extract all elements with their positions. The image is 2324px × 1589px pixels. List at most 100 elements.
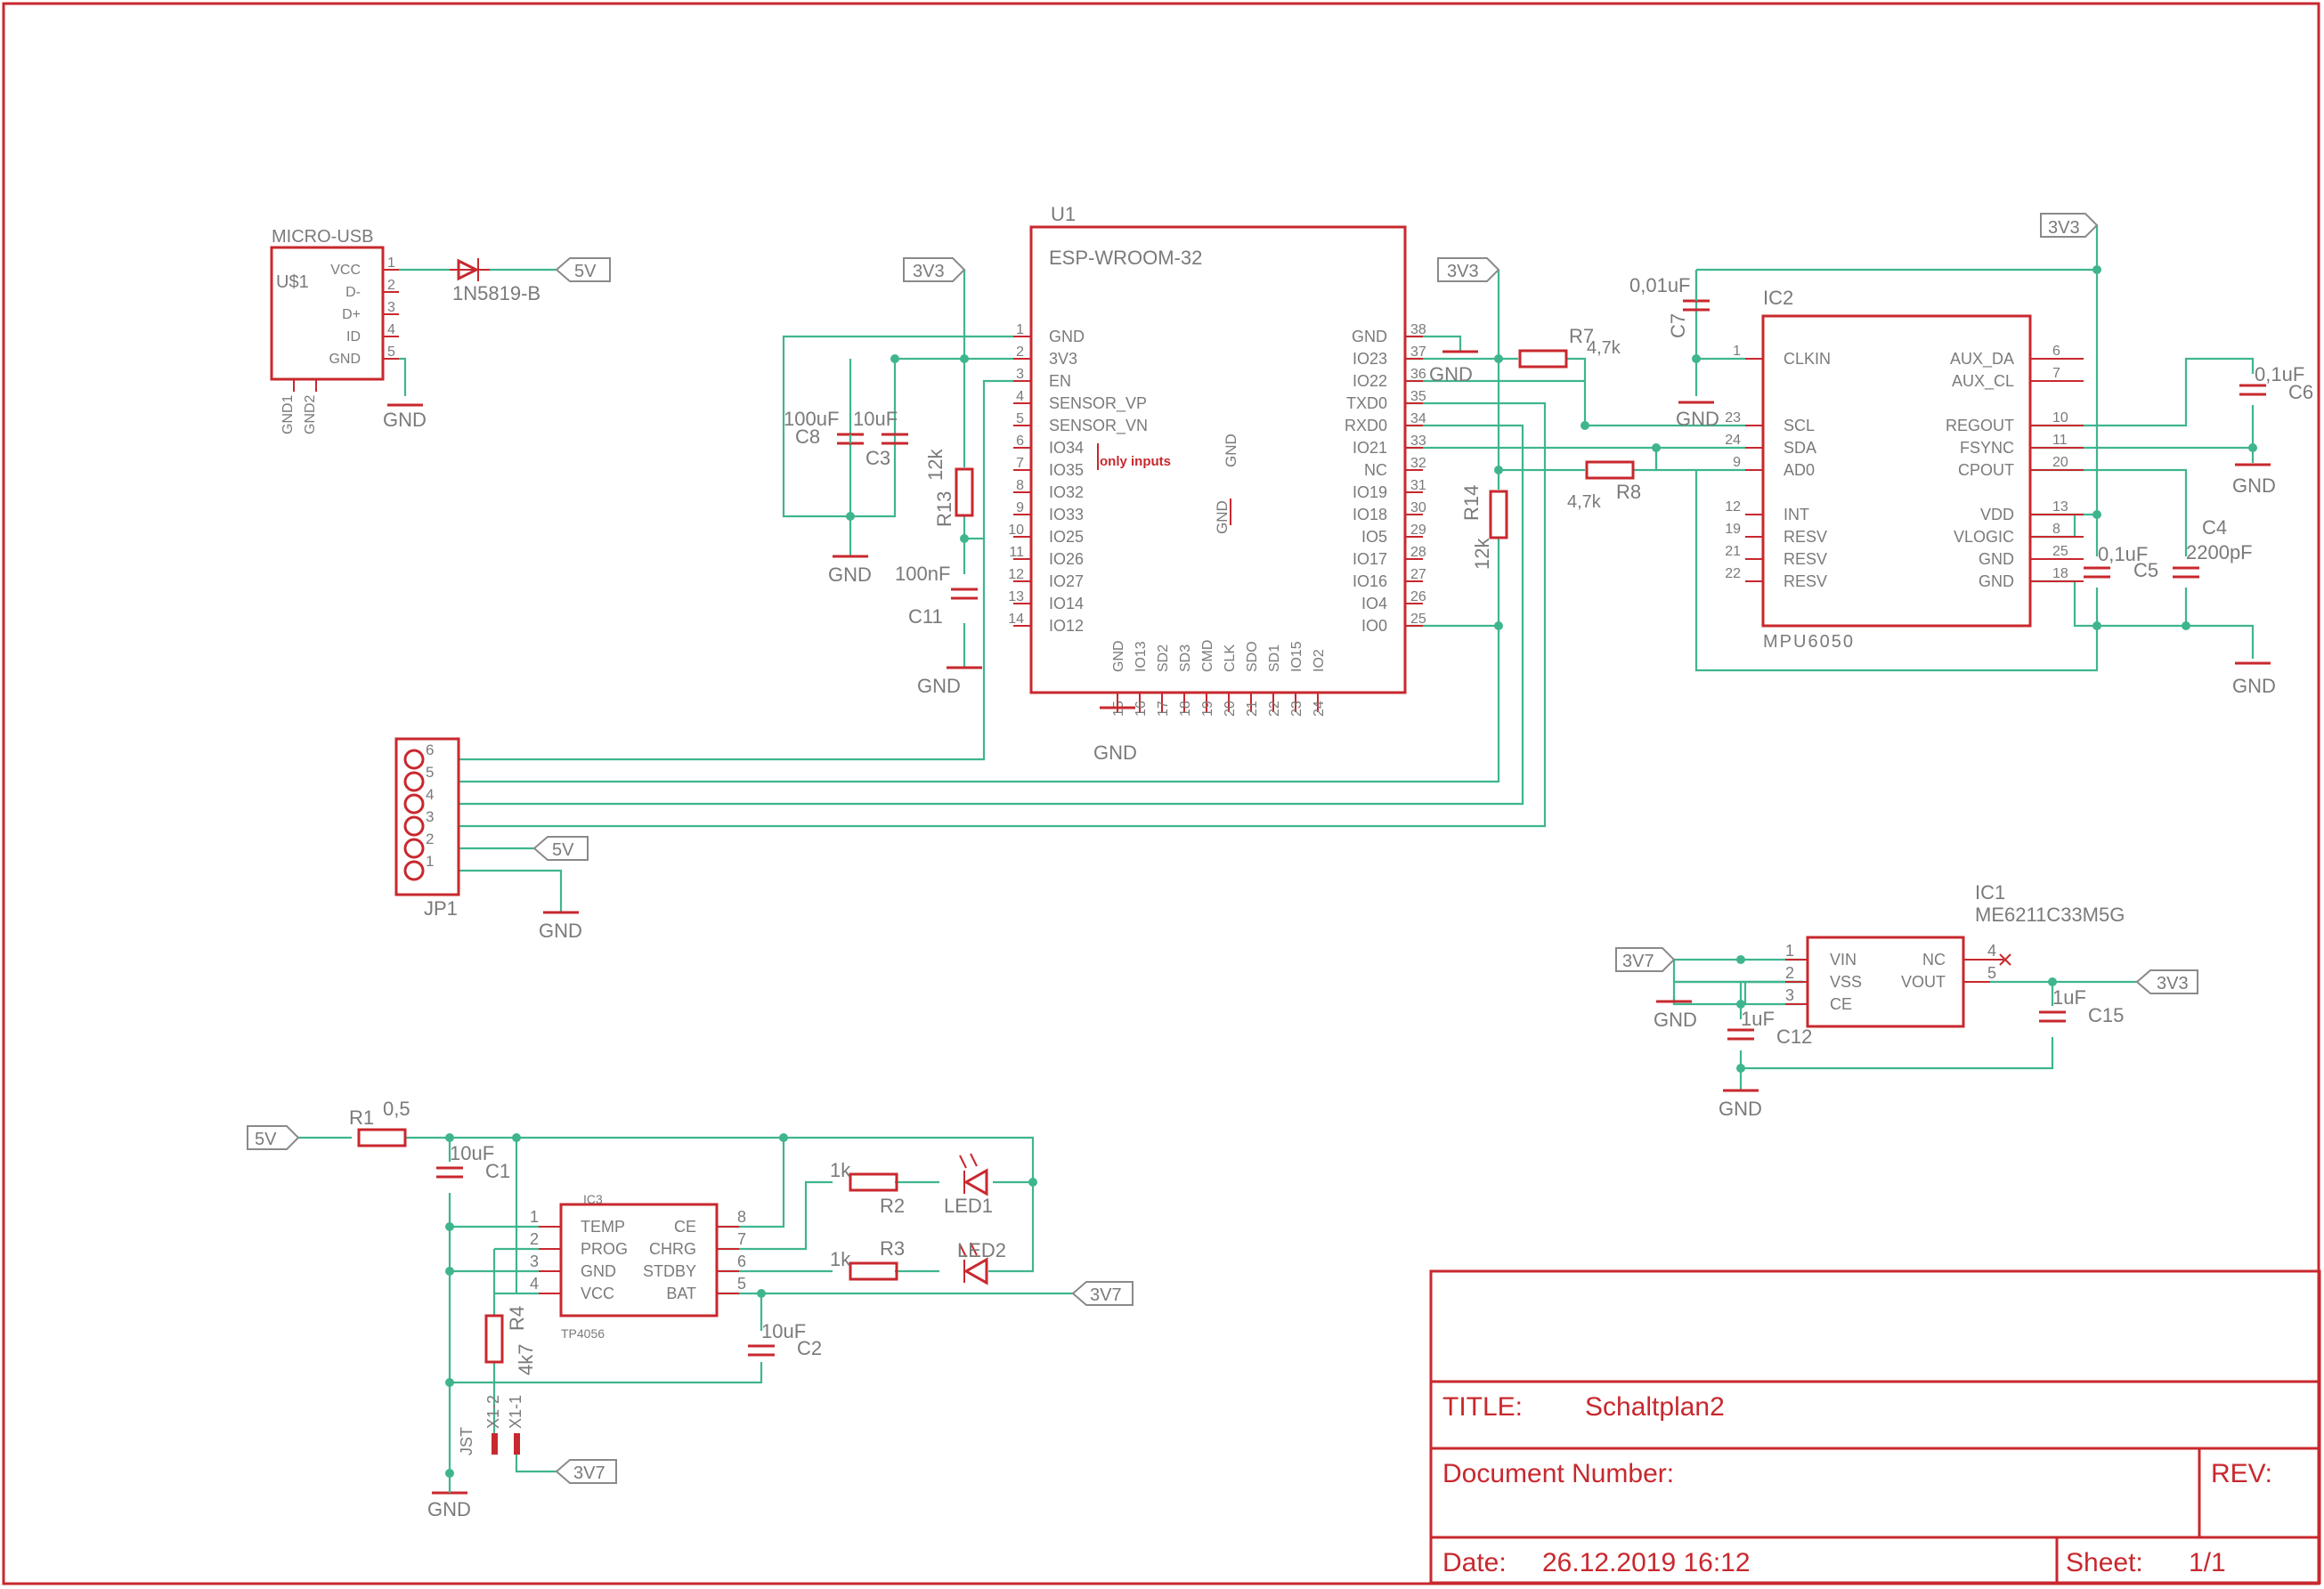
flag-5v-jp1: 5V — [532, 836, 589, 861]
esp-pin-label: IO16 — [1353, 572, 1387, 590]
mpu-pin-label: GND — [1979, 572, 2014, 590]
ldo-pin-nc: NC — [1922, 951, 1946, 969]
usb-pin-gnd: GND — [329, 352, 361, 367]
jp1-pin-3: 3 — [426, 808, 434, 825]
esp-pin-label: IO25 — [1049, 528, 1084, 546]
c3-value: 10uF — [853, 408, 898, 430]
usb-pin-num: 5 — [387, 345, 395, 360]
esp-pin-num: 19 — [1200, 701, 1215, 717]
mpu-pin-num: 20 — [2052, 455, 2068, 470]
micro-usb-connector: MICRO-USB U$1 VCC D- D+ ID GND 1 2 3 4 5… — [270, 227, 399, 434]
flag-label: 3V3 — [2157, 974, 2189, 993]
usb-pin-num: 4 — [387, 322, 395, 337]
esp-pin-label: IO21 — [1353, 439, 1387, 457]
flag-3v3-right: 3V3 — [2040, 213, 2099, 238]
esp-pin-num: 1 — [1016, 322, 1024, 337]
gnd-label: GND — [1719, 1098, 1762, 1120]
charger-pin-vcc: VCC — [581, 1285, 614, 1302]
flag-label: 5V — [255, 1130, 277, 1149]
r14-value: 12k — [1471, 538, 1493, 570]
gnd-label: GND — [917, 675, 961, 697]
ldo-pin-num: 2 — [1785, 964, 1794, 982]
c12-value: 1uF — [1741, 1008, 1775, 1030]
usb-pin-dminus: D- — [345, 285, 361, 300]
ldo-name: ME6211C33M5G — [1975, 904, 2125, 926]
ldo-pin-ce: CE — [1830, 995, 1852, 1013]
flag-3v3-mid: 3V3 — [1437, 257, 1500, 282]
mpu-pin-label: RESV — [1784, 550, 1827, 568]
flag-3v7-jst: 3V7 — [555, 1459, 617, 1484]
esp-pin-label: RXD0 — [1345, 417, 1387, 434]
c1-value: 10uF — [450, 1142, 494, 1164]
c6-value: 0,1uF — [2255, 363, 2304, 385]
c5-value: 0,1uF — [2098, 543, 2148, 565]
esp-pin-label: IO32 — [1049, 483, 1084, 501]
mpu-ref: IC2 — [1763, 287, 1793, 309]
led1: LED1 — [944, 1153, 993, 1217]
c3-ref: C3 — [865, 447, 890, 469]
resistor-r14: R14 12k — [1460, 485, 1508, 570]
usb-gnd2-label: GND2 — [303, 394, 318, 434]
charger-ref: IC3 — [583, 1192, 603, 1206]
c5-ref: C5 — [2133, 559, 2158, 581]
resistor-r1: R1 0,5 — [349, 1098, 410, 1147]
ldo-pin-vss: VSS — [1830, 973, 1862, 991]
gnd-label: GND — [1093, 742, 1137, 764]
esp-pin-num: 17 — [1156, 701, 1171, 717]
esp-pin-num: 37 — [1410, 345, 1426, 360]
gnd-label: GND — [828, 563, 872, 586]
esp-pin-num: 29 — [1410, 523, 1426, 538]
esp-pin-label: IO15 — [1289, 641, 1304, 672]
capacitor-c8: 100uF C8 — [784, 408, 864, 448]
resistor-r13: 12k R13 — [924, 449, 974, 527]
c12-ref: C12 — [1776, 1026, 1812, 1048]
esp-pin-num: 27 — [1410, 567, 1426, 582]
esp-pin-label: IO27 — [1049, 572, 1084, 590]
esp-pin-num: 24 — [1312, 701, 1327, 717]
esp-pin-num: 14 — [1008, 612, 1024, 627]
r4-value: 4k7 — [515, 1344, 537, 1375]
r13-value: 12k — [924, 449, 947, 481]
mpu-pin-num: 25 — [2052, 544, 2068, 559]
esp-pin-label: EN — [1049, 372, 1071, 390]
title-label: TITLE: — [1442, 1392, 1523, 1422]
charger-pin-num: 6 — [737, 1253, 746, 1270]
esp-pin-label: IO13 — [1134, 641, 1149, 672]
c8-ref: C8 — [795, 426, 820, 448]
gnd-label: GND — [1429, 363, 1473, 385]
mpu-pin-label: SCL — [1784, 417, 1815, 434]
esp-pin-label: IO26 — [1049, 550, 1084, 568]
esp-pin-label: IO33 — [1049, 506, 1084, 523]
usb-pin-num: 3 — [387, 300, 395, 315]
ldo-ic1: IC1 ME6211C33M5G VIN VSS CE NC VOUT 1 2 … — [1785, 881, 2125, 1028]
charger-pin-num: 1 — [530, 1208, 539, 1226]
charger-pin-num: 3 — [530, 1253, 539, 1270]
date-label: Date: — [1442, 1548, 1507, 1577]
mpu-pin-label: CPOUT — [1958, 461, 2014, 479]
gnd-symbol: GND — [1676, 401, 1719, 430]
date-value: 26.12.2019 16:12 — [1542, 1548, 1751, 1577]
flag-label: 5V — [574, 262, 597, 281]
esp-pin-num: 12 — [1008, 567, 1024, 582]
d1-value: 1N5819-B — [452, 282, 540, 304]
esp-pin-label: IO17 — [1353, 550, 1387, 568]
resistor-r7: R7 4,7k — [1518, 325, 1621, 369]
r7-ref: R7 — [1569, 325, 1594, 347]
esp-pin-label: SD1 — [1267, 645, 1282, 672]
jp1-pin-4: 4 — [426, 786, 434, 803]
r3-ref: R3 — [880, 1237, 905, 1260]
esp-pin-num: 34 — [1410, 411, 1426, 426]
esp-pin-num: 36 — [1410, 367, 1426, 382]
flag-label: 3V3 — [1447, 262, 1479, 281]
esp-pin-num: 22 — [1267, 701, 1282, 717]
flag-label: 3V7 — [1622, 952, 1654, 971]
charger-pin-chrg: CHRG — [649, 1240, 696, 1258]
esp-pin-label: IO4 — [1361, 595, 1387, 612]
r1-value: 0,5 — [383, 1098, 410, 1120]
usb-pin-vcc: VCC — [330, 263, 361, 278]
resistor-r4: R4 4k7 — [484, 1306, 537, 1375]
mpu-pin-label: GND — [1979, 550, 2014, 568]
r8-ref: R8 — [1616, 481, 1641, 503]
